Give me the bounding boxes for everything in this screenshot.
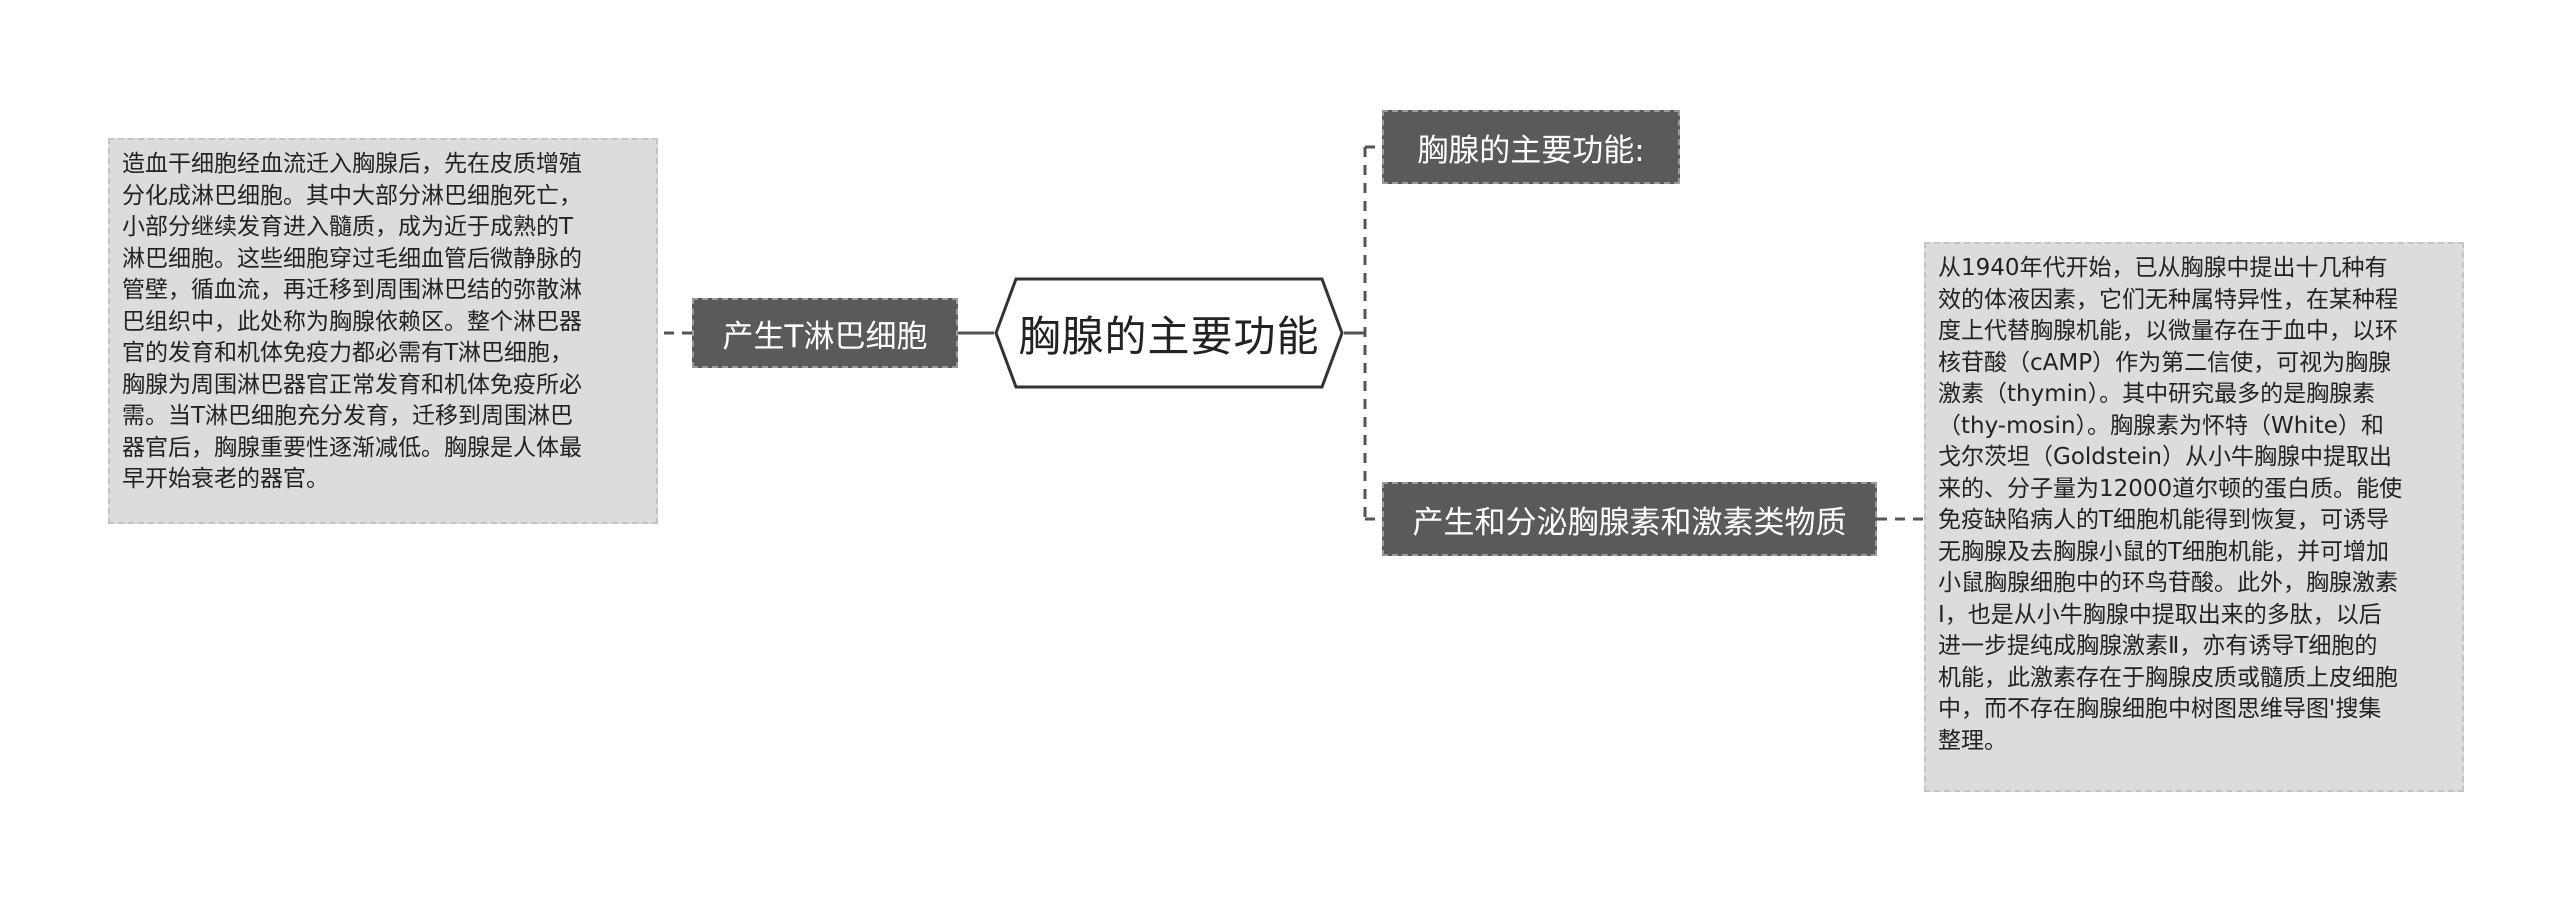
note-right-line: 激素（thymin）。其中研究最多的是胸腺素 [1938, 381, 2376, 407]
note-right-line: 戈尔茨坦（Goldstein）从小牛胸腺中提取出 [1938, 444, 2393, 470]
branch-top-right[interactable]: 胸腺的主要功能: [1382, 110, 1680, 184]
note-right-line: 效的体液因素，它们无种属特异性，在某种程 [1938, 286, 2398, 313]
note-right-line: 无胸腺及去胸腺小鼠的T细胞机能，并可增加 [1938, 538, 2390, 565]
branch-left-label: 产生T淋巴细胞 [722, 318, 928, 355]
note-left-line: 淋巴细胞。这些细胞穿过毛细血管后微静脉的 [122, 245, 582, 272]
note-right-line: 来的、分子量为12000道尔顿的蛋白质。能使 [1938, 475, 2403, 502]
central-topic[interactable]: 胸腺的主要功能 [994, 277, 1344, 389]
note-right-line: 进一步提纯成胸腺激素Ⅱ，亦有诱导T细胞的 [1938, 633, 2378, 659]
central-topic-label: 胸腺的主要功能 [1018, 311, 1320, 361]
note-right-line: 机能，此激素存在于胸腺皮质或髓质上皮细胞 [1938, 664, 2398, 691]
note-right-line: 度上代替胸腺机能，以微量存在于血中，以环 [1938, 318, 2398, 344]
central-topic-hexagon [994, 277, 1344, 389]
note-right-line: 中，而不存在胸腺细胞中树图思维导图'搜集 [1938, 696, 2382, 722]
note-left: 造血干细胞经血流迁入胸腺后，先在皮质增殖 分化成淋巴细胞。其中大部分淋巴细胞死亡… [108, 138, 658, 524]
note-right-line: Ⅰ，也是从小牛胸腺中提取出来的多肽，以后 [1938, 601, 2382, 628]
note-left-line: 分化成淋巴细胞。其中大部分淋巴细胞死亡， [122, 182, 582, 209]
branch-left[interactable]: 产生T淋巴细胞 [692, 298, 958, 368]
note-left-line: 器官后，胸腺重要性逐渐减低。胸腺是人体最 [122, 434, 582, 461]
note-left-line: 巴组织中，此处称为胸腺依赖区。整个淋巴器 [122, 308, 582, 335]
branch-top-right-label: 胸腺的主要功能: [1417, 132, 1645, 169]
note-right: 从1940年代开始，已从胸腺中提出十几种有 效的体液因素，它们无种属特异性，在某… [1924, 242, 2464, 792]
note-left-line: 官的发育和机体免疫力都必需有T淋巴细胞， [122, 340, 574, 366]
note-left-line: 造血干细胞经血流迁入胸腺后，先在皮质增殖 [122, 151, 582, 177]
branch-bottom-right[interactable]: 产生和分泌胸腺素和激素类物质 [1382, 482, 1877, 556]
note-right-line: 小鼠胸腺细胞中的环鸟苷酸。此外，胸腺激素 [1938, 570, 2398, 596]
note-right-line: 从1940年代开始，已从胸腺中提出十几种有 [1938, 255, 2388, 281]
note-left-line: 胸腺为周围淋巴器官正常发育和机体免疫所必 [122, 371, 582, 398]
note-left-line: 早开始衰老的器官。 [122, 466, 329, 492]
note-left-line: 需。当T淋巴细胞充分发育，迁移到周围淋巴 [122, 403, 574, 429]
note-right-line: 整理。 [1938, 727, 2007, 754]
note-right-line: 免疫缺陷病人的T细胞机能得到恢复，可诱导 [1938, 507, 2390, 533]
note-right-line: 核苷酸（cAMP）作为第二信使，可视为胸腺 [1938, 349, 2392, 376]
note-left-line: 小部分继续发育进入髓质，成为近于成熟的T [122, 214, 574, 240]
note-left-line: 管壁，循血流，再迁移到周围淋巴结的弥散淋 [122, 277, 582, 303]
note-right-line: （thy-mosin）。胸腺素为怀特（White）和 [1938, 412, 2384, 439]
branch-bottom-right-label: 产生和分泌胸腺素和激素类物质 [1412, 504, 1847, 541]
